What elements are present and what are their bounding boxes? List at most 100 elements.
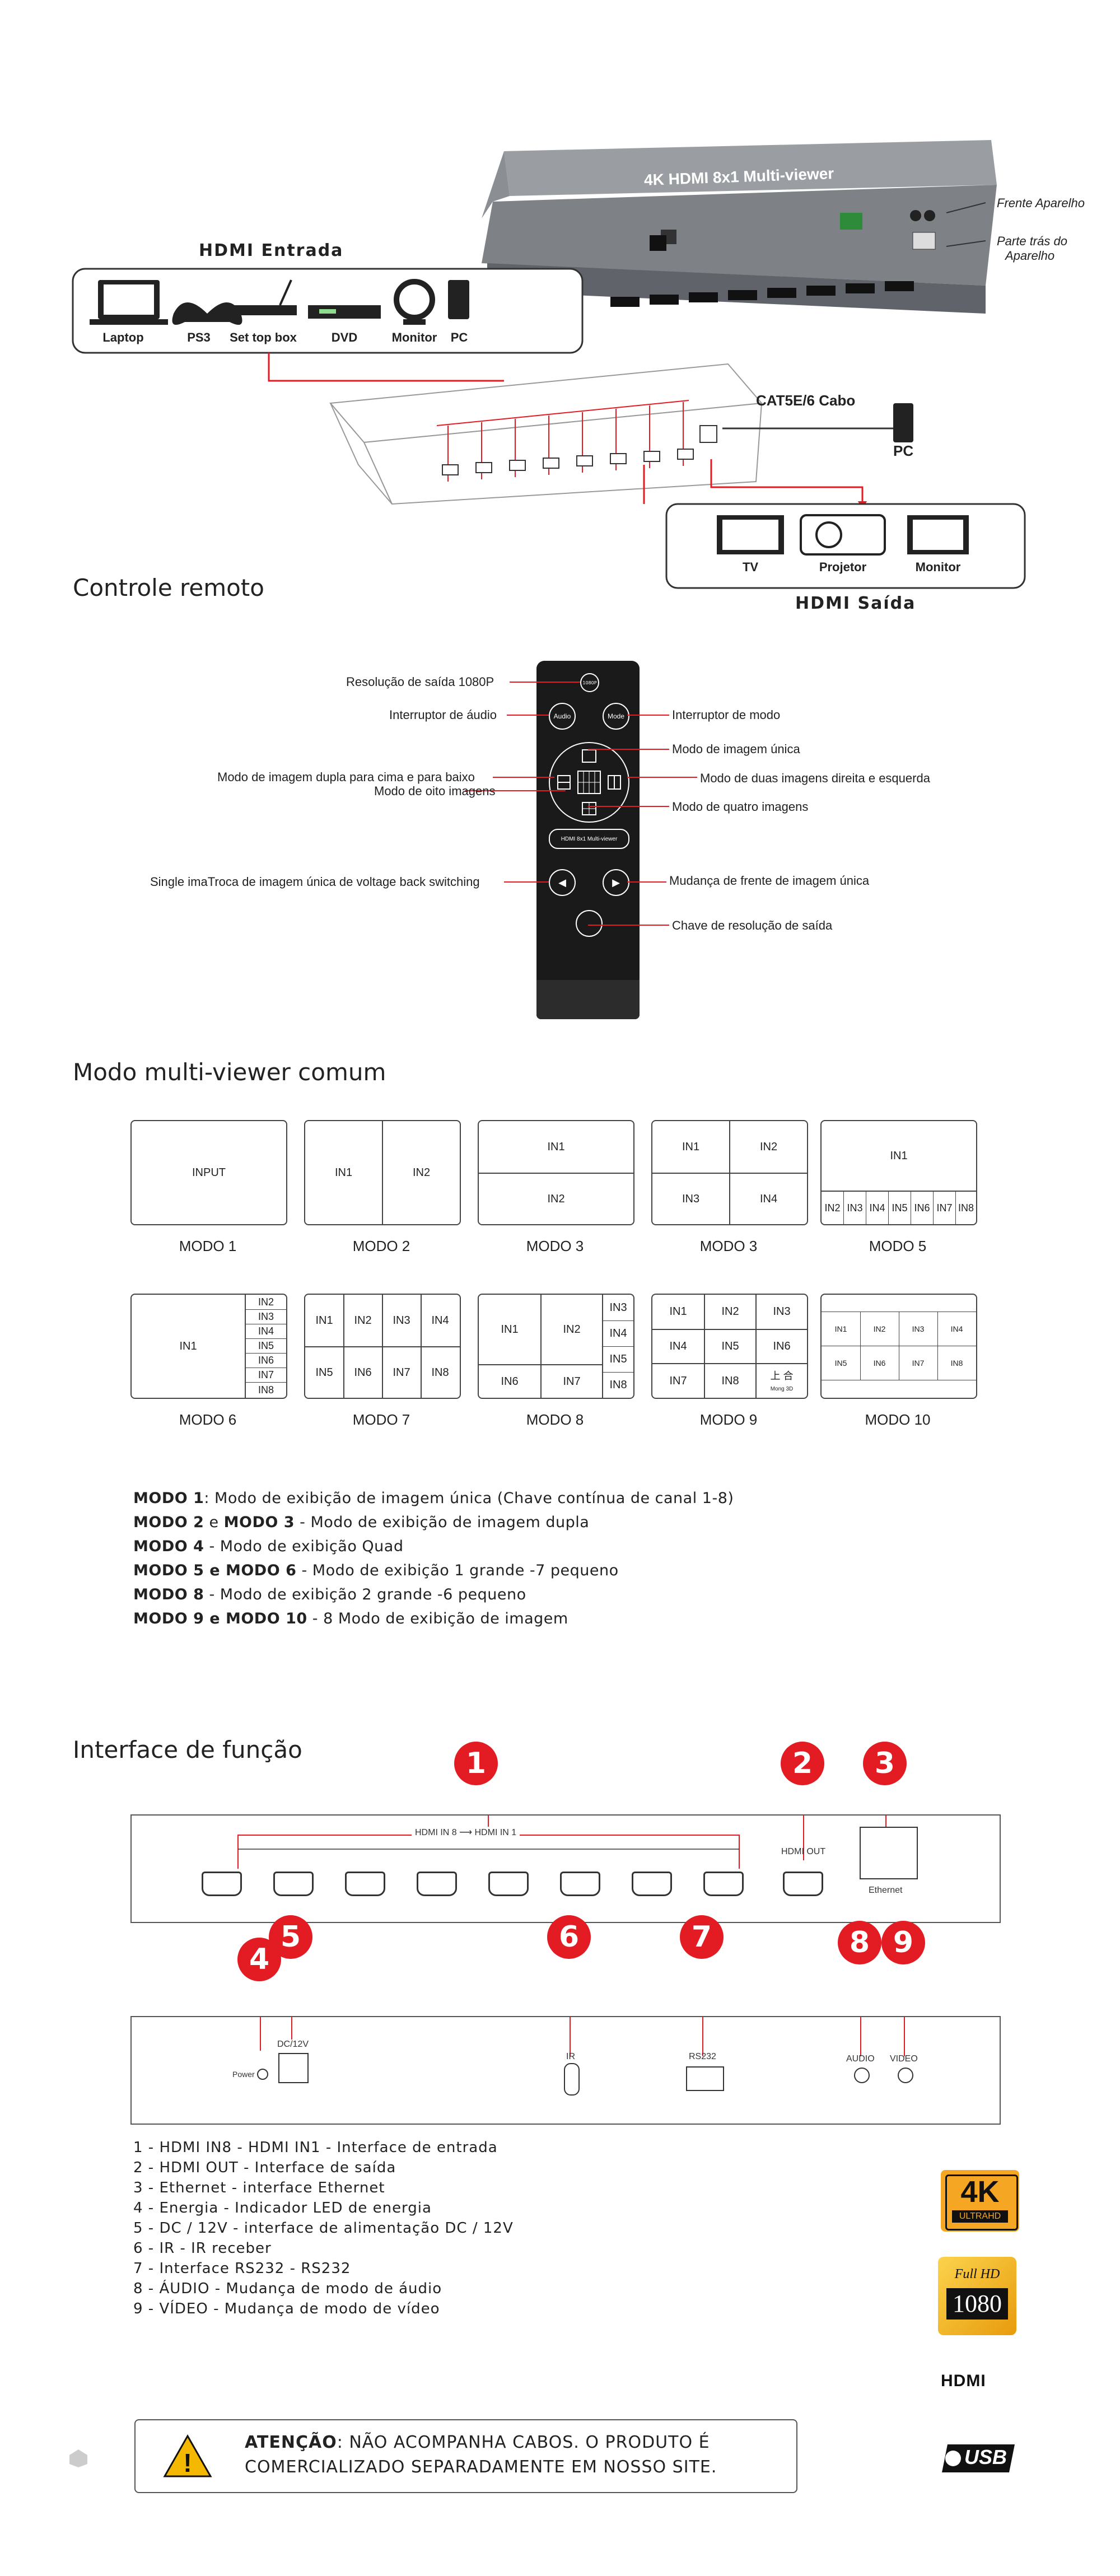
mode-glyph-sub: Mong 3D	[770, 1385, 794, 1392]
hdmi-in-5-port[interactable]	[417, 1872, 457, 1896]
mode-label: MODO 10	[865, 1411, 931, 1428]
mode-cell: IN8	[950, 1358, 963, 1368]
usb-text: USB	[964, 2446, 1007, 2468]
callout-6: 6	[547, 1915, 591, 1959]
hdmi-in-7-port[interactable]	[273, 1872, 314, 1896]
back-panel: Power DC/12V IR RS232 AUDIO VIDEO	[130, 2016, 1001, 2125]
hdmi-input-title: HDMI Entrada	[199, 241, 344, 260]
mode-cell: IN7	[246, 1368, 286, 1383]
desc-line: MODO 2 e MODO 3 - Modo de exibição de im…	[133, 1514, 589, 1531]
mode-cell: IN6	[911, 1192, 934, 1224]
mode-cell: IN1	[315, 1314, 333, 1327]
audio-label: AUDIO	[846, 2054, 875, 2064]
hdmi-output-title: HDMI Saída	[795, 594, 916, 613]
mode-label: MODO 8	[526, 1411, 584, 1428]
4k-text: 4K	[960, 2175, 1000, 2209]
svg-text:!: !	[183, 2448, 192, 2477]
mode-cell: IN2	[563, 1323, 581, 1336]
1080-text: 1080	[946, 2288, 1008, 2320]
mode-cell: IN2	[759, 1140, 778, 1153]
res-key-button[interactable]	[576, 910, 603, 937]
rs232-label: RS232	[689, 2052, 716, 2061]
mode-cell: IN5	[315, 1366, 333, 1379]
hdmi-in-1-port[interactable]	[703, 1872, 744, 1896]
pc-label: PC	[893, 442, 914, 459]
mode-cell: IN1	[547, 1140, 565, 1153]
mode-grid-icons	[557, 749, 621, 815]
mode-cell: IN1	[890, 1149, 908, 1162]
audio-button[interactable]	[854, 2068, 870, 2083]
mode-cell: IN3	[844, 1192, 866, 1224]
hdmi-out-port[interactable]	[783, 1872, 823, 1896]
input-laptop: Laptop	[102, 330, 144, 344]
btn-1080p[interactable]: 1080P	[580, 673, 599, 692]
label-dual-lr: Modo de duas imagens direita e esquerda	[700, 771, 930, 785]
label-single-swap: Single imaTroca de imagem única de volta…	[150, 875, 480, 889]
front-panel: HDMI IN 8 ⟶ HDMI IN 1 HDMI OUT Ethernet	[130, 1814, 1001, 1923]
output-monitor: Monitor	[915, 560, 961, 574]
dc-port[interactable]	[278, 2053, 309, 2083]
desc-line: MODO 5 e MODO 6 - Modo de exibição 1 gra…	[133, 1562, 619, 1579]
rs232-port[interactable]	[686, 2066, 724, 2091]
btn-mode[interactable]: Mode	[603, 703, 629, 730]
remote-control: 1080P Audio Mode HDMI 8x1 Multi-viewer ◀…	[536, 661, 640, 1019]
mode-9-diagram: IN1 IN2 IN3 IN4 IN5 IN6 IN7 IN8 上 合 Mong…	[651, 1294, 808, 1399]
desc-line: MODO 4 - Modo de exibição Quad	[133, 1538, 403, 1555]
label-eight: Modo de oito imagens	[374, 784, 496, 798]
mode-cell: IN1	[501, 1323, 519, 1336]
back-label-2: Aparelho	[1005, 249, 1055, 263]
iface-line: 8 - ÁUDIO - Mudança de modo de áudio	[133, 2280, 442, 2297]
mode-label: MODO 3	[526, 1238, 584, 1254]
btn-audio[interactable]: Audio	[549, 703, 576, 730]
brand-button: HDMI 8x1 Multi-viewer	[549, 829, 629, 849]
hdmi-in-label: HDMI IN 8 ⟶ HDMI IN 1	[412, 1827, 520, 1838]
input-monitor: Monitor	[391, 330, 437, 344]
watermark-icon	[69, 2449, 87, 2467]
mode-cell: IN6	[873, 1358, 886, 1368]
mode-10-diagram: IN1 IN2 IN3 IN4 IN5 IN6 IN7 IN8	[820, 1294, 977, 1399]
hdmi-logo: HDMI	[941, 2372, 986, 2390]
mode-quad-diagram: IN1 IN2 IN3 IN4	[651, 1120, 808, 1225]
mode-dpad[interactable]	[549, 742, 629, 823]
iface-line: 7 - Interface RS232 - RS232	[133, 2260, 351, 2277]
warning-bold: ATENÇÃO	[245, 2433, 337, 2452]
mode-cell: IN8	[609, 1378, 627, 1391]
connection-diagram	[72, 140, 1026, 589]
fullhd-badge: Full HD 1080	[938, 2257, 1016, 2335]
label-dual-ud: Modo de imagem dupla para cima e para ba…	[217, 770, 475, 784]
hdmi-in-4-port[interactable]	[488, 1872, 529, 1896]
mode-cell: IN6	[773, 1340, 791, 1352]
desc-bold: MODO 2	[133, 1514, 204, 1531]
mode-cell: IN3	[393, 1314, 410, 1327]
mode-label: MODO 7	[352, 1411, 410, 1428]
label-res-key: Chave de resolução de saída	[672, 918, 833, 932]
hdmi-in-2-port[interactable]	[632, 1872, 672, 1896]
mode-cell: IN3	[682, 1192, 700, 1205]
desc-bold: MODO 3	[223, 1514, 295, 1531]
mode-cell: IN5	[603, 1346, 633, 1373]
desc-bold: MODO 4	[133, 1538, 204, 1555]
prev-arrow-icon[interactable]: ◀	[549, 869, 576, 896]
mode-cell: IN1	[834, 1324, 847, 1333]
back-leaders	[260, 2017, 905, 2056]
callout-3: 3	[863, 1742, 907, 1785]
hdmi-in-8-port[interactable]	[202, 1872, 242, 1896]
input-pc: PC	[450, 330, 468, 344]
hdmi-in-3-port[interactable]	[560, 1872, 600, 1896]
hdmi-in-6-port[interactable]	[345, 1872, 385, 1896]
video-button[interactable]	[898, 2068, 913, 2083]
back-label-1: Parte trás do	[997, 234, 1067, 248]
ir-receiver	[564, 2063, 580, 2096]
power-led-icon	[257, 2069, 268, 2080]
ethernet-port[interactable]	[860, 1827, 918, 1879]
warning-text-1: : NÃO ACOMPANHA CABOS. O PRODUTO É	[337, 2433, 710, 2452]
mode-label: MODO 5	[869, 1238, 927, 1254]
dc-label: DC/12V	[277, 2040, 309, 2049]
mode-cell: IN3	[773, 1305, 791, 1318]
callout-8: 8	[838, 1921, 881, 1964]
mode-cell: IN1	[179, 1340, 197, 1352]
callout-1: 1	[454, 1742, 498, 1785]
label-mode-switch: Interruptor de modo	[672, 708, 781, 722]
top-diagram: HDMI Entrada HDMI Saída Frente Aparelho …	[0, 0, 1120, 613]
mode-6-diagram: IN1 IN2 IN3 IN4 IN5 IN6 IN7 IN8	[130, 1294, 287, 1399]
